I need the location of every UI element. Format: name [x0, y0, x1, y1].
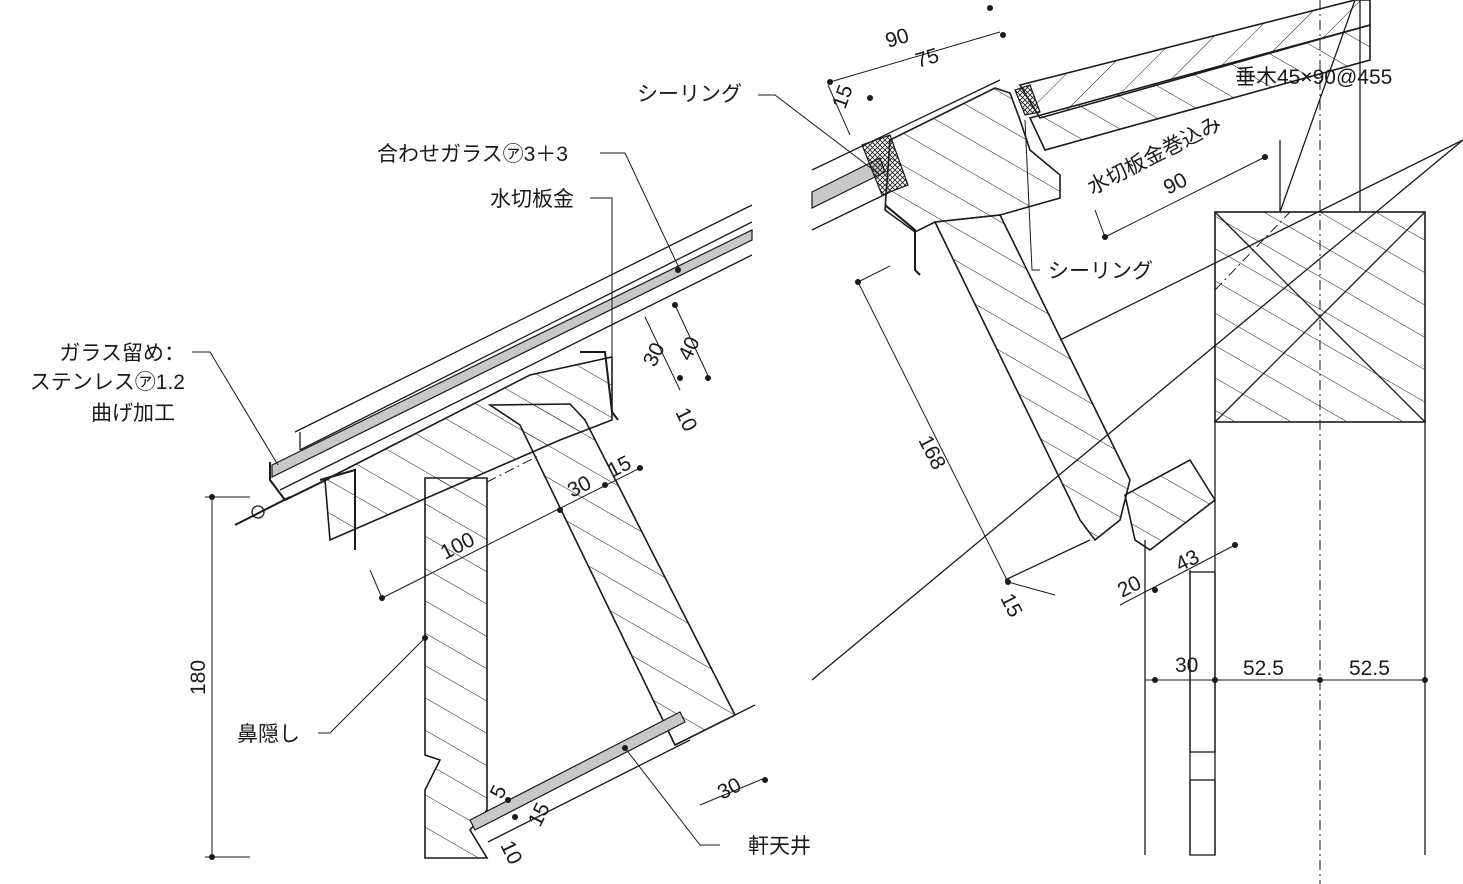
dim-15-bottom: 15 [524, 799, 555, 830]
dim-75: 75 [913, 44, 942, 73]
dim-20: 20 [1114, 571, 1145, 602]
dim-30-left: 30 [639, 339, 670, 370]
label-glass-stop-1: ガラス留め： [59, 342, 185, 365]
sealing-left [861, 134, 909, 196]
laminated-glass [271, 229, 753, 478]
dim-30-bottom: 30 [714, 773, 745, 804]
dim-15-top: 15 [828, 82, 858, 112]
glass-stop [269, 462, 331, 502]
dim-52-5-b: 52.5 [1349, 657, 1390, 680]
dim-52-5-a: 52.5 [1243, 657, 1284, 680]
right-detail [758, 0, 1463, 884]
dim-90-top: 90 [883, 24, 912, 53]
label-glass-stop-3: 曲げ加工 [91, 402, 175, 425]
left-detail [192, 152, 768, 860]
label-fascia: 鼻隠し [237, 723, 300, 746]
soffit-board [469, 711, 686, 831]
dim-30-wall: 30 [1175, 654, 1198, 677]
label-flashing: 水切板金 [490, 188, 574, 211]
dim-10-left: 10 [671, 404, 702, 435]
slanted-rafter [933, 214, 1131, 542]
label-laminated-glass: 合わせガラス㋐3＋3 [377, 143, 568, 166]
bolt-icon [251, 505, 265, 519]
dim-10-bottom: 10 [496, 837, 527, 868]
label-sealing-right: シーリング [1048, 260, 1153, 283]
dim-168: 168 [914, 432, 950, 474]
label-sealing-top: シーリング [637, 83, 742, 106]
fascia-board [424, 477, 489, 859]
label-glass-stop-2: ステンレス㋐1.2 [30, 371, 185, 394]
dim-90-right: 90 [1160, 168, 1191, 199]
label-rafter: 垂木45×90@455 [1235, 66, 1392, 89]
sealing-right [1014, 84, 1041, 116]
label-soffit: 軒天井 [748, 835, 811, 858]
window-frame [884, 87, 1061, 233]
dim-15-right: 15 [996, 590, 1027, 621]
dim-5: 5 [486, 782, 512, 803]
wall-plate [1124, 458, 1217, 551]
dim-180: 180 [187, 660, 210, 695]
